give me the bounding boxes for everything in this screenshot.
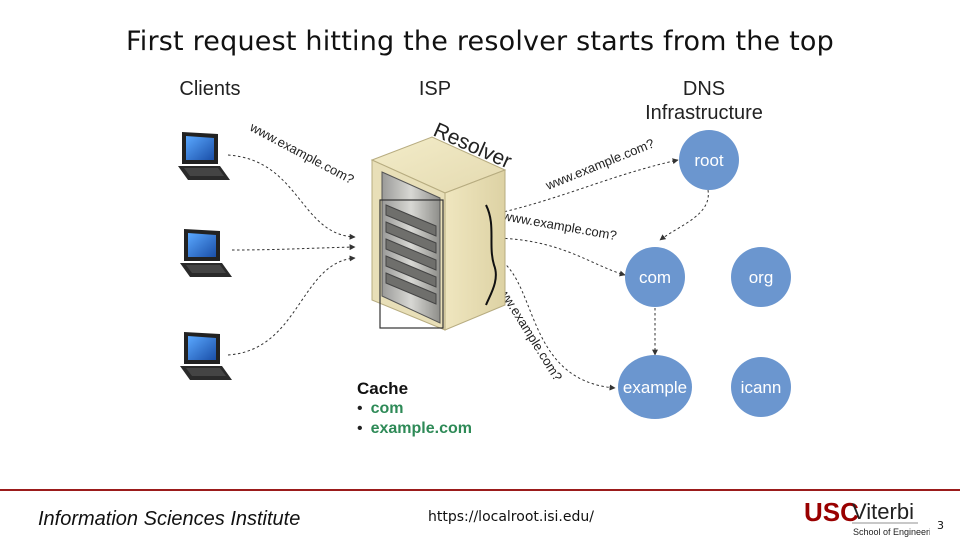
cache-item-label: example.com xyxy=(370,420,472,437)
org-node xyxy=(731,247,791,307)
client-query-lines xyxy=(227,154,356,356)
cache-title: Cache xyxy=(357,379,409,398)
example-node xyxy=(618,355,692,419)
usc-viterbi-logo-mark: USC Viterbi School of Engineering xyxy=(804,497,941,537)
root-node xyxy=(679,130,739,190)
com-node xyxy=(625,247,685,307)
logo-viterbi: Viterbi xyxy=(852,499,914,524)
usc-viterbi-logo: USC Viterbi School of Engineering xyxy=(800,497,941,544)
client-query-label: www.example.com? xyxy=(247,119,357,187)
logo-sub: School of Engineering xyxy=(853,527,930,537)
footer-url: https://localroot.isi.edu/ xyxy=(428,509,594,525)
page-number: 3 xyxy=(937,519,944,532)
footer-divider xyxy=(0,489,960,491)
root-node-label: root xyxy=(694,151,724,170)
example-node-label: example xyxy=(622,378,688,397)
institute-name: Information Sciences Institute xyxy=(38,508,301,530)
dns-nodes xyxy=(618,130,791,419)
laptop-icon xyxy=(180,229,232,277)
server-rack-icon: Resolver xyxy=(370,119,515,331)
laptop-icon xyxy=(178,132,230,180)
cache-item-example: •example.com xyxy=(357,420,472,437)
slide-title: First request hitting the resolver start… xyxy=(125,26,834,57)
logo-usc: USC xyxy=(804,497,859,527)
clients-header: Clients xyxy=(179,78,241,100)
com-query-label: www.example.com? xyxy=(500,208,617,243)
cache-item-com: •com xyxy=(357,400,404,417)
dns-header-line2: Infrastructure xyxy=(645,102,763,124)
cache-item-label: com xyxy=(370,400,404,417)
com-node-label: com xyxy=(638,268,672,287)
icann-node-label: icann xyxy=(740,378,782,397)
dns-header-line1: DNS xyxy=(682,78,726,100)
org-node-label: org xyxy=(748,268,774,287)
laptop-icon xyxy=(180,332,232,380)
root-query-label: www.example.com? xyxy=(543,136,657,194)
icann-node xyxy=(731,357,791,417)
resolver-query-lines xyxy=(489,158,709,391)
isp-header: ISP xyxy=(418,78,452,100)
